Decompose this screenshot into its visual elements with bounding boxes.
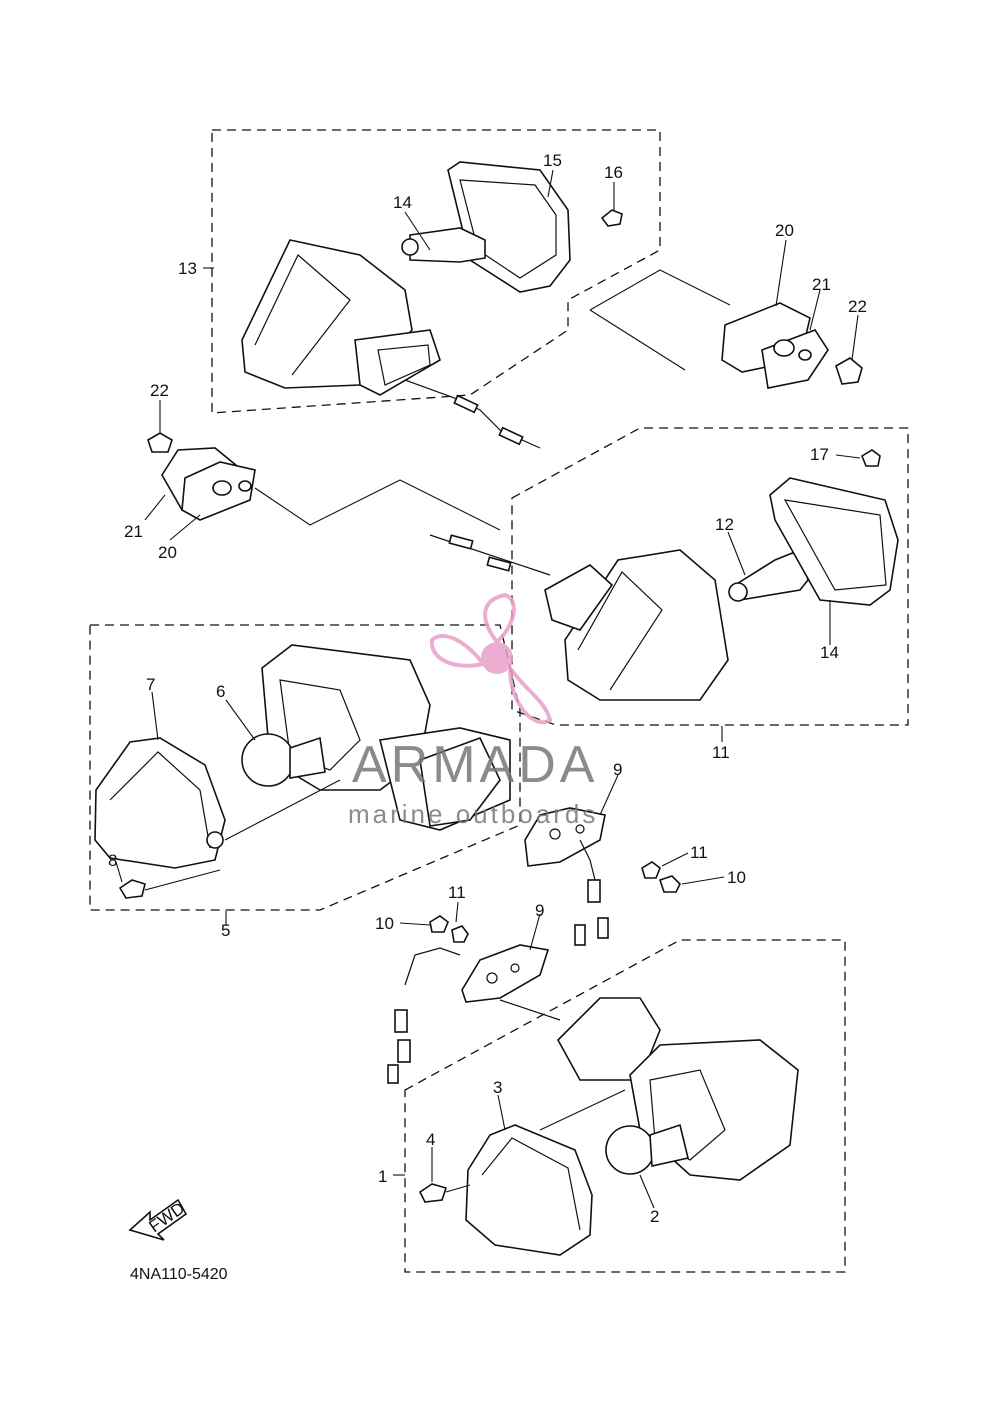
callout-5: 5: [221, 921, 230, 940]
watermark-tagline: marine outboards: [348, 799, 598, 829]
callout-7: 7: [146, 675, 155, 694]
callout-22-lower: 22: [150, 381, 169, 400]
bracket-upper: [524, 807, 681, 946]
callout-4: 4: [426, 1130, 435, 1149]
callout-1: 1: [378, 1167, 387, 1186]
assembly-16: [211, 129, 661, 449]
mount-middle-left: [147, 432, 501, 531]
drawing-code: 4NA110-5420: [130, 1266, 228, 1283]
callout-labels: 15 16 14 13 20 21 22 22 21 20 17 12 14 1…: [108, 151, 867, 1226]
callout-8: 8: [108, 851, 117, 870]
callout-9-upper: 9: [613, 760, 622, 779]
callout-6: 6: [216, 682, 225, 701]
mount-upper-right: [589, 269, 863, 389]
bracket-lower: [387, 915, 550, 1084]
assembly-5: [89, 624, 521, 911]
callout-3: 3: [493, 1078, 502, 1097]
callout-11-lower: 11: [448, 883, 466, 902]
callout-21-upper: 21: [812, 275, 831, 294]
forward-arrow: FWD: [128, 1199, 188, 1241]
watermark: ARMADA marine outboards: [348, 592, 598, 829]
callout-12: 11: [712, 743, 730, 762]
propeller-logo-icon: [429, 592, 553, 724]
callout-10-upper: 10: [727, 868, 746, 887]
callout-22-upper: 22: [848, 297, 867, 316]
fwd-label: FWD: [145, 1199, 188, 1237]
callout-11-upper: 11: [690, 843, 708, 862]
callout-18: 15: [543, 151, 562, 170]
callout-19: 16: [604, 163, 623, 182]
callout-14: 14: [820, 643, 839, 662]
callout-16: 13: [178, 259, 197, 278]
callout-9-lower: 9: [535, 901, 544, 920]
callout-20-upper: 20: [775, 221, 794, 240]
callout-13: 12: [715, 515, 734, 534]
callout-15: 17: [810, 445, 829, 464]
callout-2: 2: [650, 1207, 659, 1226]
leader-lines: [115, 169, 861, 1209]
callout-10-lower: 10: [375, 914, 394, 933]
assembly-1: [404, 939, 846, 1273]
callout-20-lower: 20: [158, 543, 177, 562]
assembly-12: [429, 427, 909, 726]
callout-17: 14: [393, 193, 412, 212]
watermark-brand: ARMADA: [352, 736, 598, 794]
callout-21-lower: 21: [124, 522, 143, 541]
